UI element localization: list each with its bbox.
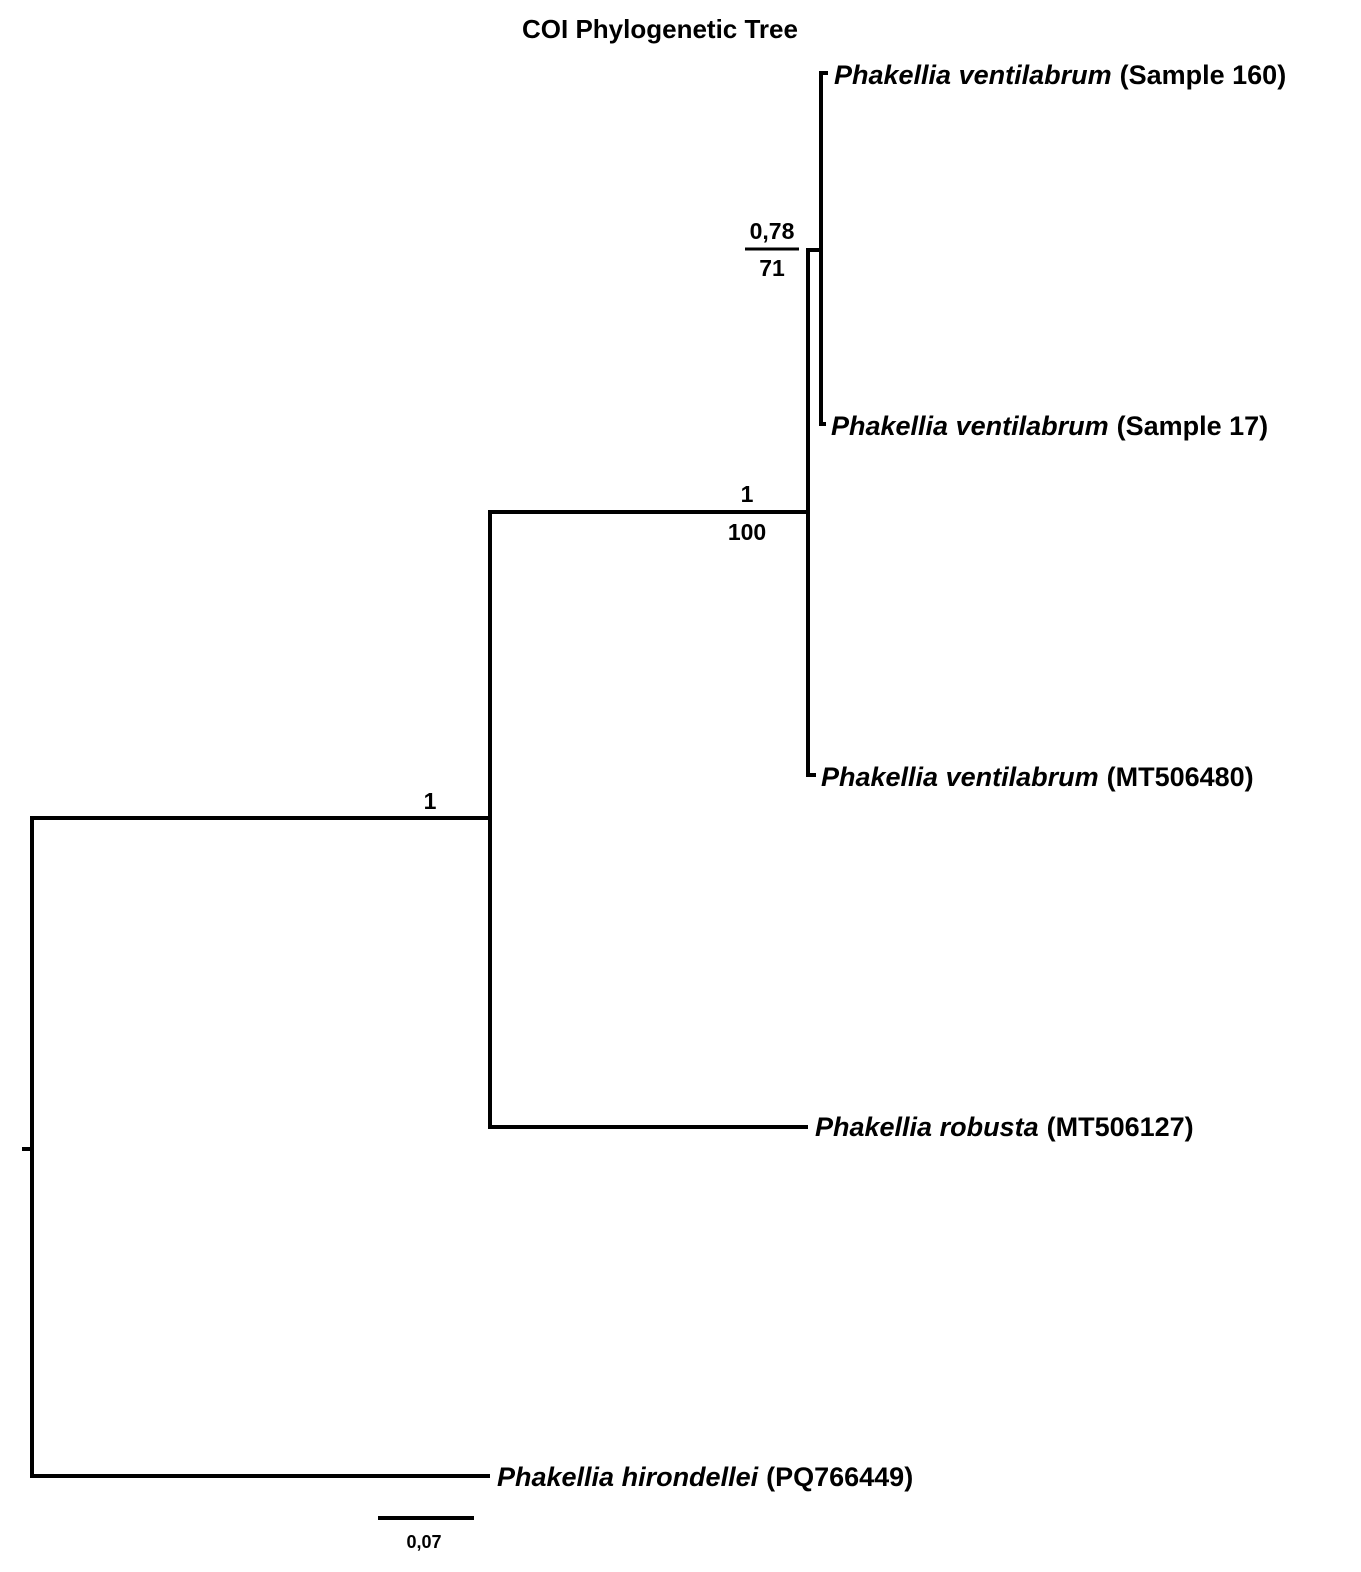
leaf-label-sample-17: Phakellia ventilabrum (Sample 17): [831, 411, 1268, 441]
leaf-id: (Sample 160): [1120, 60, 1287, 90]
leaf-label-hirondellei: Phakellia hirondellei(PQ766449): [497, 1462, 913, 1492]
leaf-label-sample-160: Phakellia ventilabrum (Sample 160): [834, 60, 1286, 90]
leaf-label-mt506480: Phakellia ventilabrum (MT506480): [821, 762, 1254, 792]
leaf-species: Phakellia ventilabrum: [831, 411, 1109, 441]
leaf-id: (PQ766449): [766, 1462, 913, 1492]
leaf-label-robusta: Phakellia robusta (MT506127): [815, 1112, 1194, 1142]
support-posterior-ventilabrum-node: 1: [741, 481, 754, 507]
leaf-id: (Sample 17): [1117, 411, 1269, 441]
support-bootstrap-sample-node: 71: [759, 255, 785, 281]
leaf-id: (MT506127): [1047, 1112, 1194, 1142]
scale-bar-label: 0,07: [406, 1532, 441, 1552]
leaf-species: Phakellia ventilabrum: [834, 60, 1112, 90]
leaf-id: (MT506480): [1107, 762, 1254, 792]
support-bootstrap-ventilabrum-node: 100: [728, 519, 766, 545]
leaf-species: Phakellia robusta: [815, 1112, 1039, 1142]
leaf-species: Phakellia hirondellei: [497, 1462, 759, 1492]
support-posterior-ingroup-node: 1: [424, 788, 437, 814]
support-posterior-sample-node: 0,78: [750, 218, 795, 244]
leaf-species: Phakellia ventilabrum: [821, 762, 1099, 792]
tree-title: COI Phylogenetic Tree: [522, 14, 798, 44]
